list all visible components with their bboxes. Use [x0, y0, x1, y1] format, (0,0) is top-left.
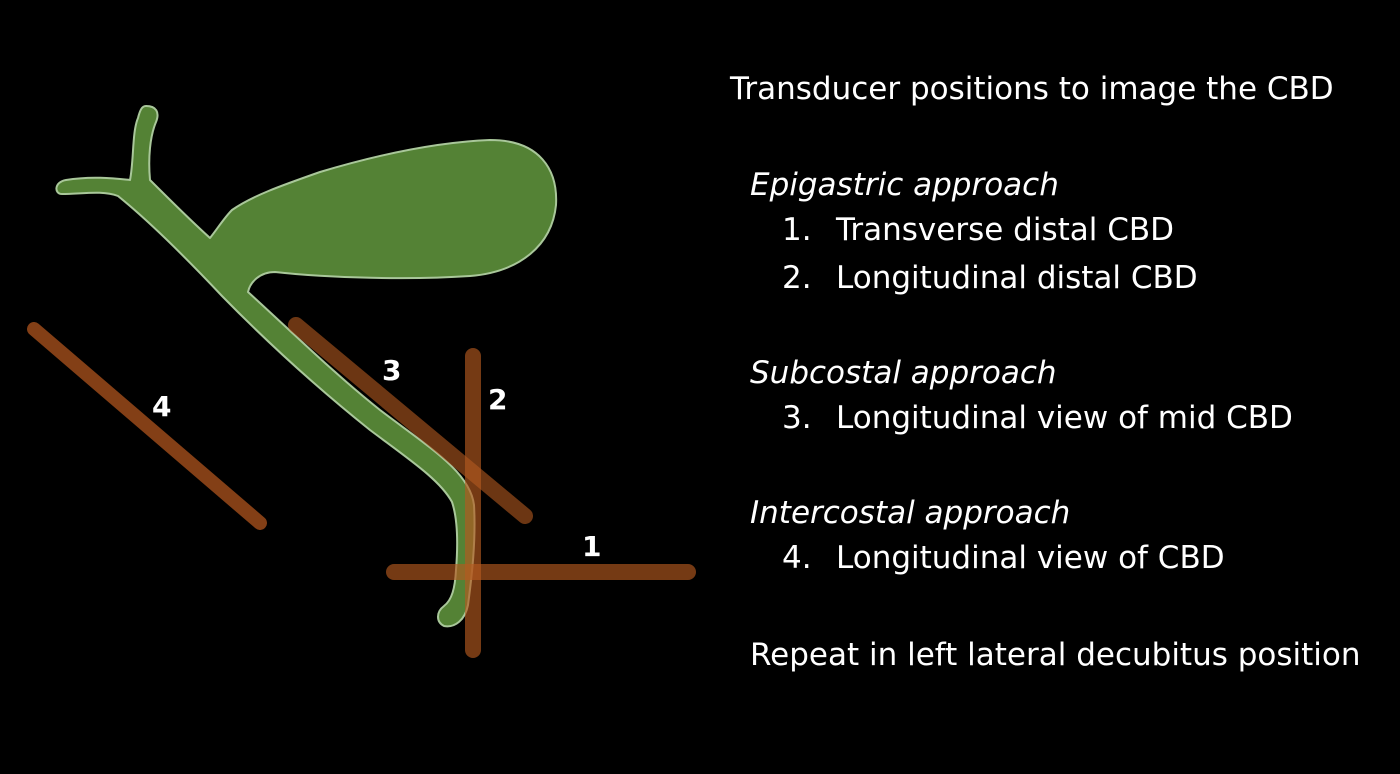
item-label: Longitudinal distal CBD — [836, 260, 1198, 296]
probe-label-1: 1 — [582, 530, 601, 563]
slide-title: Transducer positions to image the CBD — [730, 71, 1334, 107]
item-number: 2. — [782, 260, 812, 296]
probe-label-4: 4 — [152, 390, 171, 423]
footer-note: Repeat in left lateral decubitus positio… — [750, 637, 1361, 673]
section-epigastric: Epigastric approach 1. Transverse distal … — [730, 164, 1398, 302]
probe-label-3: 3 — [382, 354, 401, 387]
item-label: Transverse distal CBD — [836, 212, 1175, 248]
probe-label-2: 2 — [488, 383, 507, 416]
approach-heading: Subcostal approach — [750, 355, 1057, 391]
section-subcostal: Subcostal approach 3. Longitudinal view o… — [730, 352, 1398, 442]
biliary-tree — [55, 105, 558, 628]
section-intercostal: Intercostal approach 4. Longitudinal view… — [730, 492, 1398, 582]
item-label: Longitudinal view of CBD — [836, 540, 1225, 576]
list-item: 1. Transverse distal CBD — [782, 206, 1398, 254]
biliary-diagram: 4 3 2 1 — [27, 105, 696, 658]
approach-heading: Epigastric approach — [750, 167, 1059, 203]
item-number: 1. — [782, 212, 812, 248]
approach-heading: Intercostal approach — [750, 495, 1071, 531]
transducer-4 — [27, 322, 267, 530]
item-label: Longitudinal view of mid CBD — [836, 400, 1293, 436]
list-item: 2. Longitudinal distal CBD — [782, 254, 1398, 302]
transducer-3 — [288, 317, 533, 524]
legend-text-panel: Transducer positions to image the CBD Ep… — [730, 68, 1398, 676]
list-item: 4. Longitudinal view of CBD — [782, 534, 1398, 582]
item-number: 4. — [782, 540, 812, 576]
item-number: 3. — [782, 400, 812, 436]
list-item: 3. Longitudinal view of mid CBD — [782, 394, 1398, 442]
